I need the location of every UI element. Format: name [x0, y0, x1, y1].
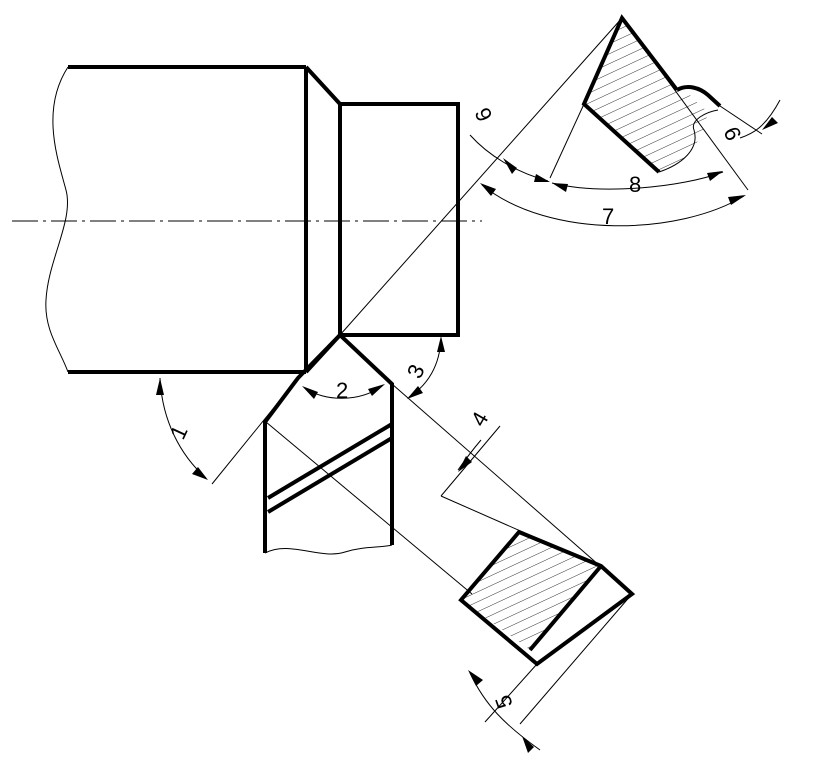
section-a-ext-left — [549, 103, 585, 179]
chamfer-top — [304, 65, 342, 106]
arrow-5b — [522, 736, 534, 753]
arrow-7a — [480, 183, 496, 196]
tool-section-line — [265, 421, 473, 595]
section-b-ext-right — [519, 593, 633, 725]
workpiece — [45, 65, 460, 374]
label-angle-7: 7 — [602, 204, 614, 229]
label-angle-1: 1 — [165, 421, 193, 443]
section-a-rake-face — [676, 85, 722, 108]
arc-angle-9 — [739, 99, 781, 139]
line-tool-edge-ext — [391, 383, 601, 567]
arc-angle-7 — [481, 184, 745, 227]
section-b-divider — [528, 564, 603, 652]
arrow-7b — [728, 195, 746, 205]
arrow-9 — [762, 117, 778, 130]
label-angle-8: 8 — [629, 172, 641, 197]
arrow-8b — [707, 171, 723, 181]
label-angle-4: 4 — [466, 407, 494, 430]
tool-outline — [263, 332, 394, 553]
arrow-3a — [437, 336, 445, 352]
arrow-2a — [302, 386, 318, 399]
machined-step — [338, 102, 460, 337]
arrow-6b — [534, 174, 550, 182]
section-a — [549, 14, 763, 191]
line-angle1-ref — [211, 377, 299, 485]
section-b — [458, 529, 636, 725]
arrow-1b — [192, 467, 208, 480]
arrow-8a — [552, 183, 568, 192]
tool-clamp-line-1 — [266, 422, 394, 500]
line-to-section-a — [339, 17, 623, 336]
section-a-ext-right — [719, 105, 763, 135]
section-a-hatch — [584, 18, 708, 172]
label-angle-6: 6 — [470, 104, 498, 126]
label-angle-9: 9 — [719, 123, 747, 145]
section-a-break — [658, 109, 719, 173]
arrow-1a — [156, 378, 164, 395]
arrow-3b — [407, 386, 423, 399]
arc-angle-4 — [457, 439, 482, 471]
angle-labels: 1 2 3 4 5 6 7 8 9 — [165, 104, 747, 712]
section-b-ext-left — [484, 663, 538, 723]
dimension-arrows — [156, 117, 778, 753]
label-angle-5: 5 — [490, 692, 518, 712]
label-angle-2: 2 — [336, 378, 348, 403]
dimension-arcs — [159, 99, 781, 751]
arrow-4 — [458, 456, 472, 472]
arc-angle-5 — [469, 672, 541, 751]
cutting-tool — [263, 332, 473, 595]
label-angle-3: 3 — [402, 360, 430, 382]
construction-lines — [211, 17, 623, 567]
arrow-2b — [368, 384, 385, 396]
tool-break-line — [264, 544, 393, 555]
section-b-outline — [458, 529, 636, 667]
section-a-outline — [581, 14, 679, 174]
arc-angle-8 — [551, 171, 724, 190]
arc-angle-6 — [469, 134, 549, 182]
section-a-ext-top — [621, 17, 749, 191]
workpiece-break-line — [45, 66, 69, 373]
arrow-6a — [503, 158, 517, 174]
arrow-5a — [468, 670, 483, 686]
